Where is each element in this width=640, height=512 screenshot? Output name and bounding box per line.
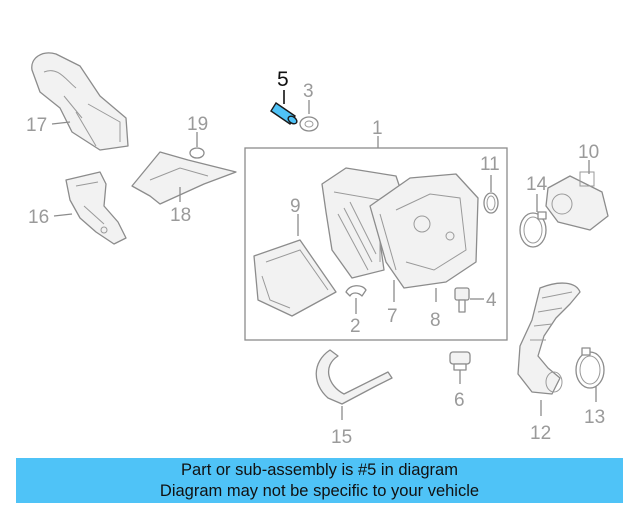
callout-14[interactable]: 14 xyxy=(526,174,548,195)
callout-16[interactable]: 16 xyxy=(28,207,49,228)
part-9-filter-element[interactable] xyxy=(253,239,337,317)
banner-line-1: Part or sub-assembly is #5 in diagram xyxy=(181,461,458,479)
part-12-intake-hose[interactable] xyxy=(517,282,581,395)
callout-5[interactable]: 5 xyxy=(277,68,289,91)
part-5-hose-highlighted[interactable] xyxy=(270,102,298,125)
parts-diagram: 17 16 19 18 5 3 1 9 xyxy=(26,52,609,448)
part-1-assembly-frame[interactable] xyxy=(244,147,508,341)
part-13-hose-clamp[interactable] xyxy=(575,347,605,389)
info-banner: Part or sub-assembly is #5 in diagram Di… xyxy=(16,458,623,503)
callout-11[interactable]: 11 xyxy=(480,154,500,175)
part-17-intake-duct[interactable] xyxy=(31,52,129,151)
banner-line-2: Diagram may not be specific to your vehi… xyxy=(159,482,480,500)
part-14-hose-clamp[interactable] xyxy=(519,211,547,248)
part-18-cover-plate[interactable] xyxy=(131,151,237,205)
callout-6[interactable]: 6 xyxy=(454,390,465,411)
callout-18[interactable]: 18 xyxy=(170,205,191,226)
part-15-seal-strip[interactable] xyxy=(315,349,393,405)
callout-13[interactable]: 13 xyxy=(584,407,605,428)
part-3-grommet[interactable] xyxy=(299,116,319,132)
part-19-clip[interactable] xyxy=(189,147,205,159)
part-8-upper-case[interactable] xyxy=(369,173,479,289)
callout-17[interactable]: 17 xyxy=(26,115,47,136)
part-2-clip[interactable] xyxy=(345,285,367,297)
part-16-bracket[interactable] xyxy=(65,171,127,245)
part-6-mount[interactable] xyxy=(449,351,471,371)
callout-3[interactable]: 3 xyxy=(303,81,314,102)
callout-4[interactable]: 4 xyxy=(486,290,497,311)
callout-19[interactable]: 19 xyxy=(187,114,208,135)
callout-10[interactable]: 10 xyxy=(578,142,599,163)
callout-15[interactable]: 15 xyxy=(331,427,352,448)
callout-9[interactable]: 9 xyxy=(290,196,301,217)
callout-2[interactable]: 2 xyxy=(350,316,361,337)
callout-1[interactable]: 1 xyxy=(372,118,383,139)
callout-7[interactable]: 7 xyxy=(387,306,398,327)
part-4-valve[interactable] xyxy=(454,287,470,313)
callout-12[interactable]: 12 xyxy=(530,423,551,444)
part-11-gasket[interactable] xyxy=(483,192,499,214)
callout-8[interactable]: 8 xyxy=(430,310,441,331)
part-10-airflow-sensor[interactable] xyxy=(545,171,609,231)
